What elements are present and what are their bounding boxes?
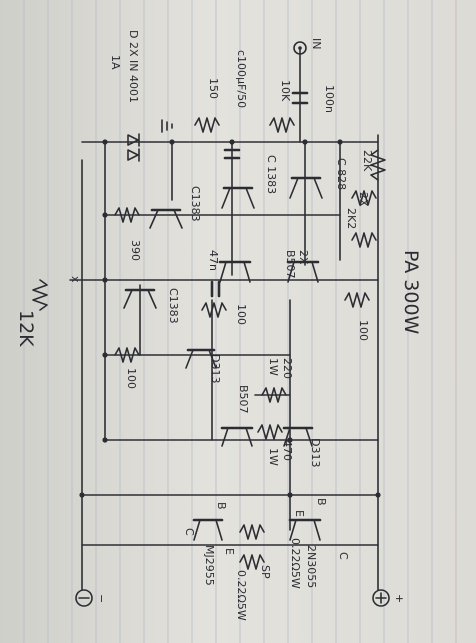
pin-b-label-1: B bbox=[315, 498, 328, 506]
pin-b-label-2: B bbox=[215, 502, 228, 510]
pin-e-label-2: E bbox=[223, 548, 236, 555]
r-2k2-label-b: 2K2 bbox=[345, 208, 358, 229]
diodes bbox=[127, 133, 140, 162]
r-470-label-a: 470 bbox=[281, 440, 294, 461]
r-220-label-b: 1W bbox=[267, 358, 280, 376]
r-150-label: 150 bbox=[207, 78, 220, 99]
r-022-label-b: 0.22Ω5W bbox=[235, 570, 248, 621]
q-2n3055-label: 2N3055 bbox=[305, 545, 318, 588]
r-022-label-a: 0.22Ω5W bbox=[289, 538, 302, 589]
pin-c-label-1: C bbox=[337, 552, 350, 560]
mark-x-label: x bbox=[69, 276, 82, 283]
transistors bbox=[123, 176, 323, 541]
paper-ruling bbox=[23, 0, 457, 643]
diodes-current-label: 1A bbox=[109, 55, 122, 70]
r-12k-label: 12K bbox=[15, 310, 37, 347]
r-100-label-c: 100 bbox=[125, 368, 138, 389]
pin-c-label-2: C bbox=[183, 528, 196, 536]
q-c1383-label-c: C1383 bbox=[167, 288, 180, 324]
r-100-label-b: 100 bbox=[357, 320, 370, 341]
positive-terminal bbox=[372, 589, 390, 607]
r-2k2-label-a: 2X bbox=[357, 192, 370, 207]
input-terminal bbox=[293, 41, 307, 55]
q-b507-label: B507 bbox=[237, 385, 250, 414]
labels: PA 300W IN + − 100n 10K 22K c100μF/50 15… bbox=[15, 30, 422, 621]
junctions bbox=[79, 139, 381, 498]
r-220-label-a: 220 bbox=[281, 358, 294, 379]
diodes-label: D 2X IN 4001 bbox=[127, 30, 140, 103]
positive-label: + bbox=[393, 594, 406, 603]
title-label: PA 300W bbox=[400, 250, 422, 335]
capacitors bbox=[210, 91, 309, 298]
q-mj2955-label: MJ2955 bbox=[203, 545, 216, 586]
pin-e-label-1: E bbox=[293, 510, 306, 517]
q-2xb507-label-a: 2X bbox=[297, 250, 310, 265]
r-22k-label: 22K bbox=[361, 150, 374, 172]
q-c1383-label-b: C1383 bbox=[189, 186, 202, 222]
speaker-label: SP bbox=[259, 565, 272, 579]
c-in-label: 100n bbox=[323, 85, 336, 113]
r-100-label-a: 100 bbox=[235, 304, 248, 325]
q-c828-label: C 828 bbox=[335, 158, 348, 190]
r-in-label: 10K bbox=[279, 80, 292, 102]
q-2xb507-label-b: B507 bbox=[284, 250, 297, 279]
q-c1383-label-a: C 1383 bbox=[265, 155, 278, 194]
c-47n-label: 47n bbox=[207, 250, 220, 271]
c-100u-label: c100μF/50 bbox=[235, 50, 248, 108]
q-d313-label-a: D313 bbox=[209, 354, 222, 383]
q-d313-label-b: D313 bbox=[309, 438, 322, 467]
negative-label: − bbox=[95, 594, 108, 603]
r-470-label-b: 1W bbox=[267, 448, 280, 466]
wires bbox=[69, 47, 379, 591]
r-390-label: 390 bbox=[129, 240, 142, 261]
input-label: IN bbox=[310, 38, 323, 49]
ground-symbol bbox=[161, 119, 173, 133]
resistors bbox=[32, 117, 386, 570]
negative-terminal bbox=[75, 589, 93, 607]
